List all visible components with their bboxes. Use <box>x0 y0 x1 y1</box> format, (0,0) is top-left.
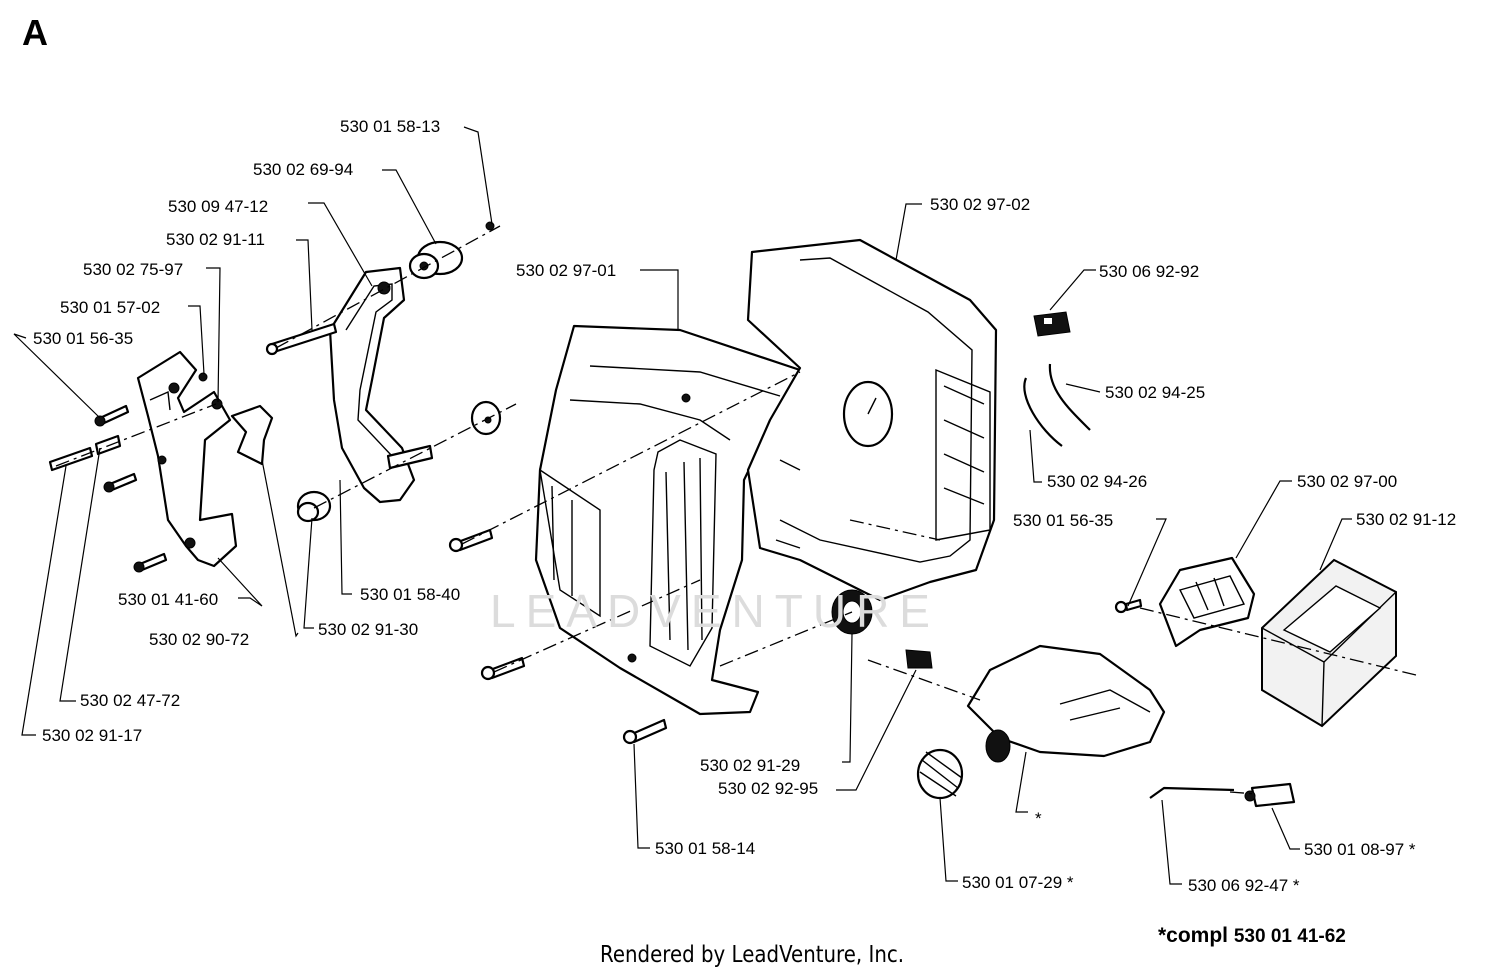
rubber-damper-mid <box>470 400 502 436</box>
part-label-530-01-57-02[interactable]: 530 01 57-02 <box>60 298 161 317</box>
part-label-530-01-58-13[interactable]: 530 01 58-13 <box>340 117 441 136</box>
plug-part <box>905 649 933 669</box>
part-label-530-02-94-25[interactable]: 530 02 94-25 <box>1105 383 1206 402</box>
rubber-damper-low <box>296 490 332 523</box>
part-label-530-01-07-29[interactable]: 530 01 07-29 * <box>962 873 1074 892</box>
footer-credit: Rendered by LeadVenture, Inc. <box>600 942 905 968</box>
part-label-530-02-94-26[interactable]: 530 02 94-26 <box>1047 472 1148 491</box>
assembly-lines <box>55 225 1421 795</box>
switch-part <box>1033 311 1071 337</box>
compl-prefix: *compl <box>1158 924 1229 947</box>
part-label-530-01-41-60[interactable]: 530 01 41-60 <box>118 590 219 609</box>
part-label-530-02-90-72[interactable]: 530 02 90-72 <box>149 630 250 649</box>
fuel-tank-part <box>966 644 1166 763</box>
watermark: LEADVENTURE <box>490 585 940 637</box>
part-label-530-06-92-92[interactable]: 530 06 92-92 <box>1099 262 1200 281</box>
fuel-cap-part <box>916 748 964 800</box>
compl-number[interactable]: 530 01 41-62 <box>1233 926 1346 947</box>
part-label-530-06-92-47[interactable]: 530 06 92-47 * <box>1188 876 1300 895</box>
part-label-530-02-47-72[interactable]: 530 02 47-72 <box>80 691 181 710</box>
part-label-530-02-91-30[interactable]: 530 02 91-30 <box>318 620 419 639</box>
part-label-530-01-58-40[interactable]: 530 01 58-40 <box>360 585 461 604</box>
part-label-530-02-91-29[interactable]: 530 02 91-29 <box>700 756 801 775</box>
part-label-530-02-69-94[interactable]: 530 02 69-94 <box>253 160 354 179</box>
complete-assembly-note: *compl 530 01 41-62 <box>1158 924 1346 948</box>
left-screws <box>48 372 223 573</box>
part-label-530-02-91-17[interactable]: 530 02 91-17 <box>42 726 143 745</box>
cover-screws <box>448 393 691 745</box>
trigger-part <box>230 404 274 466</box>
part-label-530-01-56-35-right[interactable]: 530 01 56-35 <box>1013 511 1114 530</box>
part-label-530-02-97-00[interactable]: 530 02 97-00 <box>1297 472 1398 491</box>
long-bolt-part <box>270 322 338 354</box>
wire-long-part <box>1048 363 1091 431</box>
part-label-asterisk[interactable]: * <box>1035 809 1042 828</box>
section-letter: A <box>22 12 48 53</box>
front-handle-part <box>328 266 416 504</box>
part-label-530-02-97-02[interactable]: 530 02 97-02 <box>930 195 1031 214</box>
part-label-530-01-56-35-left[interactable]: 530 01 56-35 <box>33 329 134 348</box>
part-label-530-02-92-95[interactable]: 530 02 92-95 <box>718 779 819 798</box>
leader-lines <box>13 126 1352 885</box>
part-label-530-02-91-12[interactable]: 530 02 91-12 <box>1356 510 1457 529</box>
part-label-530-01-58-14[interactable]: 530 01 58-14 <box>655 839 756 858</box>
part-label-530-09-47-12[interactable]: 530 09 47-12 <box>168 197 269 216</box>
handle-bracket-part <box>136 350 238 568</box>
small-screw-right <box>1114 598 1143 614</box>
rear-housing-part <box>746 238 998 602</box>
long-bolt-head <box>265 342 279 356</box>
fuel-hose-part <box>1149 786 1235 799</box>
fuel-filter-part <box>1244 782 1296 808</box>
wire-short-part <box>1023 377 1063 447</box>
part-label-530-02-75-97[interactable]: 530 02 75-97 <box>83 260 184 279</box>
part-label-530-02-91-11[interactable]: 530 02 91-11 <box>166 230 265 249</box>
part-label-530-02-97-01[interactable]: 530 02 97-01 <box>516 261 617 280</box>
small-screw-top <box>485 221 495 231</box>
spacer-shaft-part <box>386 444 434 470</box>
part-label-530-01-08-97[interactable]: 530 01 08-97 * <box>1304 840 1416 859</box>
rubber-damper-top <box>408 240 464 280</box>
filter-plate-part <box>1158 556 1256 648</box>
foam-filter-part <box>1261 558 1397 728</box>
